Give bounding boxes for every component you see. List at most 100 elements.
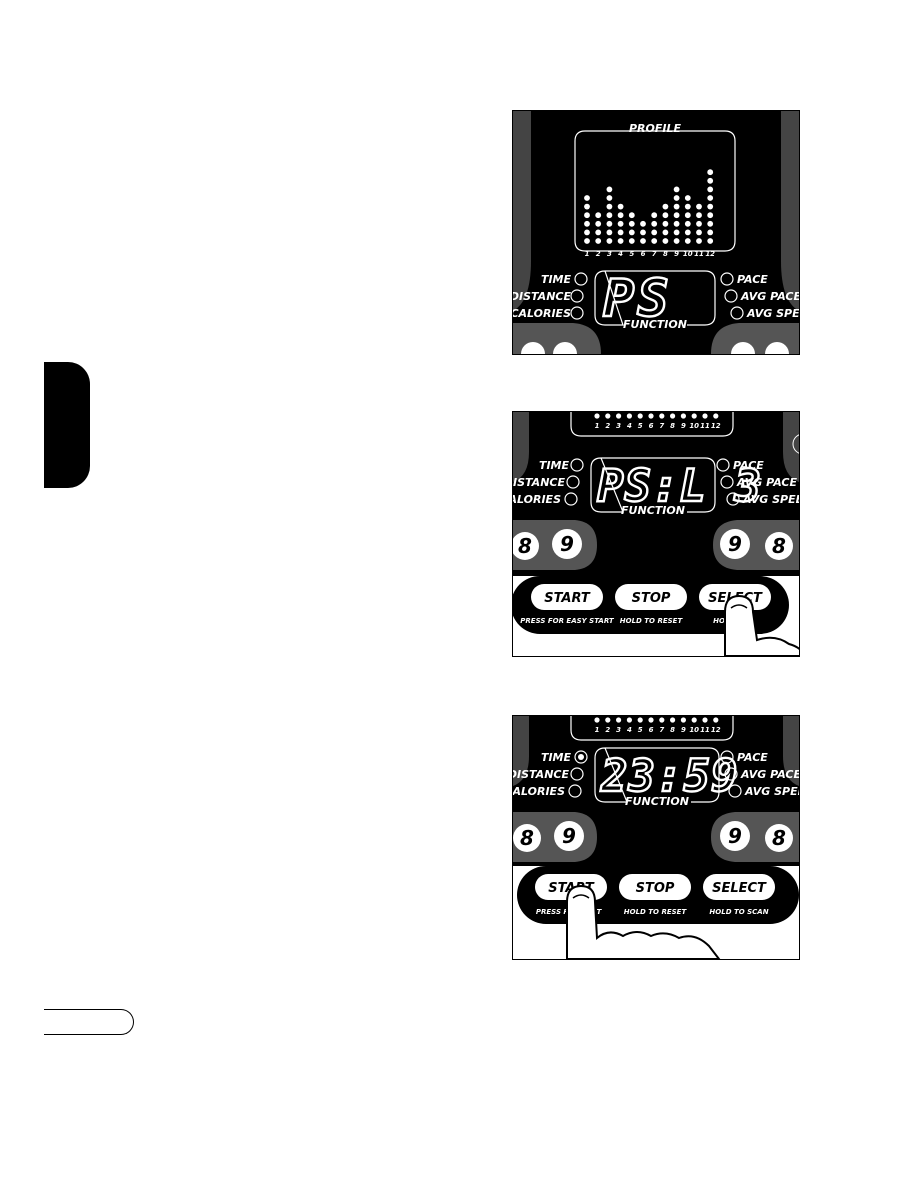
column-number: 2: [605, 726, 610, 734]
page-number-tab: [44, 1009, 134, 1035]
profile-dot: [707, 220, 714, 227]
select-button-hint: HO: [713, 617, 725, 625]
profile-dot: [707, 203, 714, 210]
knob-number: 8: [772, 534, 786, 558]
stop-button[interactable]: [619, 874, 691, 900]
knob-number: 8: [772, 826, 786, 850]
stop-button-hint: HOLD TO RESET: [624, 908, 688, 916]
profile-dot: [617, 203, 624, 210]
column-number: 8: [670, 422, 675, 430]
select-button-hint: HOLD TO SCAN: [709, 908, 768, 916]
knob-icon[interactable]: [554, 821, 584, 851]
label-pace: PACE: [737, 751, 768, 764]
column-number: 11: [700, 726, 710, 734]
profile-dot: [684, 195, 691, 201]
knob-icon[interactable]: [513, 532, 539, 560]
select-button-label: SELECT: [712, 881, 767, 896]
lcd-display: 23:59: [600, 751, 738, 802]
indicator-pace: [716, 458, 730, 472]
profile-dot: [617, 220, 624, 227]
profile-dot: [662, 212, 669, 219]
column-number: 4: [627, 726, 632, 734]
column-number: 10: [683, 250, 693, 258]
label-calories: CALORIES: [513, 493, 561, 506]
knob-icon[interactable]: [552, 529, 582, 559]
profile-dot: [617, 229, 624, 236]
profile-dot: [637, 413, 643, 419]
knob-icon[interactable]: [765, 532, 793, 560]
column-number: 9: [674, 250, 679, 258]
column-number: 12: [711, 422, 721, 430]
profile-dot: [691, 717, 697, 723]
profile-dot: [651, 212, 658, 219]
profile-dot: [662, 203, 669, 210]
profile-dot: [702, 717, 708, 723]
knob-icon[interactable]: [720, 529, 750, 559]
knob-icon: [521, 342, 545, 354]
knob-number: 8: [518, 534, 532, 558]
column-number: 4: [627, 422, 632, 430]
profile-dot: [673, 238, 680, 244]
profile-dot: [584, 203, 590, 210]
profile-dot: [696, 212, 702, 219]
column-number: 3: [616, 726, 621, 734]
section-tab: [44, 362, 90, 488]
profile-dot: [648, 717, 654, 723]
column-number: 9: [681, 726, 686, 734]
profile-dot: [637, 717, 643, 723]
start-button-hint-end: T: [597, 908, 603, 916]
knob-icon: [731, 342, 755, 354]
column-number: 5: [629, 250, 634, 258]
profile-dot: [594, 413, 600, 419]
profile-dot: [640, 238, 646, 244]
profile-dot: [584, 238, 590, 244]
column-number: 6: [649, 422, 654, 430]
profile-dot: [595, 238, 602, 244]
indicator-avg-pace: [724, 289, 738, 303]
indicator-pace: [720, 750, 734, 764]
label-calories: CALORIES: [513, 307, 571, 320]
start-button-label: START: [544, 591, 591, 606]
knob-icon[interactable]: [720, 821, 750, 851]
label-calories: CALORIES: [513, 785, 565, 798]
indicator-calories: [570, 306, 584, 320]
knob-number: 8: [520, 826, 534, 850]
profile-dot: [595, 212, 602, 219]
indicator-avg-speed: [728, 784, 742, 798]
stop-button[interactable]: [615, 584, 687, 610]
knob-number: 9: [728, 824, 742, 848]
label-avg-pace: AVG PACE: [736, 476, 797, 489]
profile-dot: [673, 195, 680, 201]
knob-icon[interactable]: [765, 824, 793, 852]
lcd-display: PS:L 3: [597, 461, 762, 512]
profile-dot: [651, 238, 658, 244]
label-time: TIME: [539, 459, 570, 472]
column-number: 2: [605, 422, 610, 430]
label-avg-speed: AVG SPEED: [746, 307, 799, 320]
column-number: 7: [659, 726, 664, 734]
column-number: 6: [649, 726, 654, 734]
knob-icon[interactable]: [513, 824, 541, 852]
indicator-time: [570, 458, 584, 472]
start-button[interactable]: [531, 584, 603, 610]
select-button[interactable]: [703, 874, 775, 900]
label-distance: DISTANCE: [513, 476, 565, 489]
column-number: 5: [638, 726, 643, 734]
hand-pressing-icon: [724, 594, 799, 656]
profile-dot: [673, 186, 680, 193]
profile-dot: [696, 220, 702, 227]
profile-dot: [707, 195, 714, 201]
profile-dot: [616, 413, 622, 419]
label-avg-speed: AVG SPEED: [744, 785, 799, 798]
profile-dot: [617, 212, 624, 219]
profile-dot: [713, 413, 719, 419]
profile-dot: [707, 177, 714, 184]
profile-dot: [707, 229, 714, 236]
column-number: 12: [711, 726, 721, 734]
indicator-time: [574, 750, 588, 764]
